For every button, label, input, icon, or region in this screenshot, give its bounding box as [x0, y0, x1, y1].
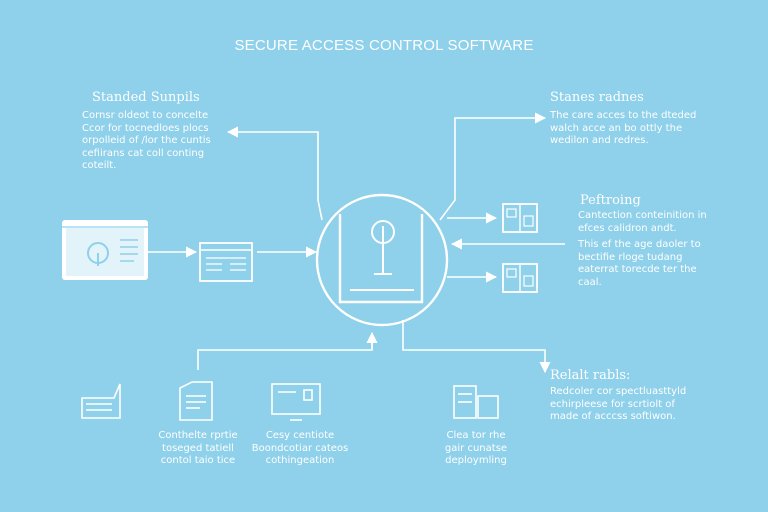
book-icon [81, 383, 121, 419]
bottom-item-1: Conthelte rprtie toseged tatiell contol … [148, 430, 248, 468]
text-line: coteilt. [82, 160, 117, 171]
connector-bottom-left [197, 331, 378, 370]
text-line: The care acces to the dteded [550, 110, 697, 121]
text-line: This ef the age daoler to [578, 239, 701, 250]
text-line: eaterrat torecde ter the [578, 264, 697, 275]
text-line: Cornsr oldeot to concelte [82, 110, 209, 121]
server-panel-bottom [502, 263, 538, 293]
text-line: orpolleid of /lor the cuntis [82, 135, 211, 146]
browser-window-icon [62, 220, 148, 280]
text-line: Ccor for tocnedloes plocs [82, 122, 209, 134]
text-line: caal. [578, 276, 602, 288]
bottom-item-2: Cesy centiote Boondcotiar cateos cothing… [250, 430, 350, 468]
text-line: made of acccss softiwon. [550, 411, 676, 422]
text-line: Redcoler cor spectluasttyld [550, 386, 687, 397]
connector-top-right [439, 112, 547, 221]
monitor-icon [271, 383, 321, 421]
text-line: Conthelte rprtie [158, 430, 238, 441]
hub-frame [338, 214, 424, 304]
server-panel-top [502, 203, 538, 233]
text-line: cothingeation [265, 455, 335, 466]
bottom-right-heading: Relalt rabls: [550, 368, 631, 383]
connector-bottom-right [402, 320, 551, 374]
bottom-right-text: Redcoler cor spectluasttyld echirpleese … [550, 386, 686, 424]
text-line: wedilon and redres. [550, 135, 649, 146]
top-left-text: Cornsr oldeot to concelte Ccor for tocne… [82, 110, 211, 173]
text-line: walch acce an bo ottly the [550, 122, 683, 134]
top-right-heading: Stanes radnes [550, 90, 644, 105]
right-mid-text: Cantection conteinition in efces calidro… [578, 210, 707, 289]
text-line: contol taio tice [160, 455, 236, 466]
text-line: bectifie rloge tudang [578, 251, 683, 263]
text-line: toseged tatiell [162, 442, 234, 454]
folder-icon [179, 381, 213, 421]
lock-icon [371, 220, 395, 275]
bottom-item-3: Clea tor rhe gair cunatse deploymling [430, 430, 522, 468]
text-line: echirpleese for scrtiolt of [550, 398, 675, 410]
connector-top-left [226, 126, 323, 221]
document-icon [199, 242, 253, 282]
top-right-text: The care acces to the dteded walch acce … [550, 110, 696, 148]
connectors [148, 112, 565, 374]
text-line: cefiirans cat coll conting [82, 147, 205, 159]
text-line: Cantection conteinition in [578, 210, 707, 221]
hub-ring [315, 193, 449, 327]
files-icon [453, 385, 499, 419]
right-mid-heading: Peftroing [580, 193, 641, 208]
text-line: deploymling [445, 455, 507, 466]
text-line: Clea tor rhe [446, 430, 506, 441]
text-line: efces calidron andt. [578, 222, 677, 234]
top-left-heading: Standed Sunpils [92, 90, 200, 105]
text-line: gair cunatse [444, 442, 508, 454]
central-hub [315, 193, 449, 327]
diagram-title: SECURE ACCESS CONTROL SOFTWARE [234, 37, 534, 54]
text-line: Boondcotiar cateos [251, 442, 349, 454]
text-line: Cesy centiote [265, 430, 335, 441]
